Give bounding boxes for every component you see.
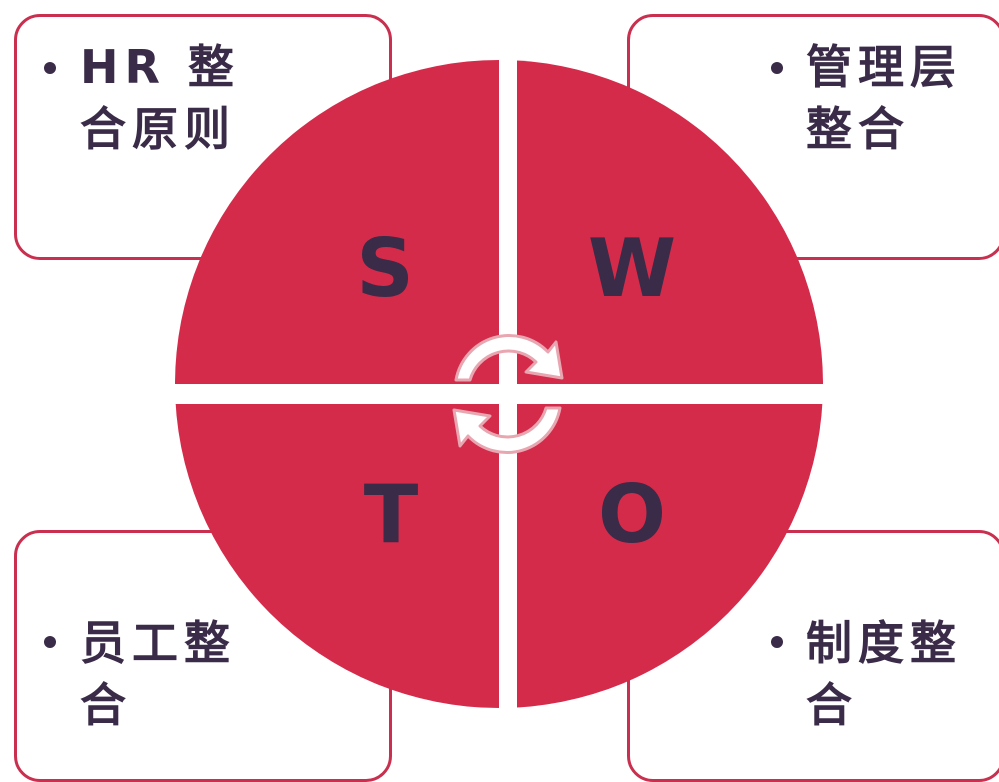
bullet-top-left: [44, 62, 56, 74]
text-bottom-left: 员工整 合: [80, 612, 236, 736]
bullet-bottom-left: [44, 636, 56, 648]
text-top-right-line-2: 整合: [806, 102, 910, 156]
horizontal-divider: [165, 384, 845, 404]
quadrant-letter-t: T: [364, 468, 419, 561]
bullet-bottom-right: [771, 636, 783, 648]
quadrant-letter-s: S: [356, 222, 414, 315]
quadrant-o: [499, 384, 823, 708]
text-bottom-right-line-2: 合: [806, 678, 858, 732]
text-top-right-line-1: 管理层: [806, 40, 962, 94]
quadrant-w: [499, 60, 823, 384]
quadrant-t: [175, 384, 499, 708]
circle-quadrants: [165, 50, 845, 730]
quadrant-letter-o: O: [598, 468, 666, 561]
text-bottom-right-line-1: 制度整: [806, 616, 962, 670]
cycle-arrows-icon: [452, 334, 564, 454]
quadrant-s: [175, 60, 499, 384]
text-bottom-left-line-1: 员工整: [80, 616, 236, 670]
text-top-left: HR 整 合原则: [80, 36, 240, 160]
text-bottom-left-line-2: 合: [80, 678, 132, 732]
bullet-top-right: [771, 62, 783, 74]
text-top-left-line-1: HR 整: [80, 40, 240, 94]
text-top-right: 管理层 整合: [806, 36, 962, 160]
text-top-left-line-2: 合原则: [80, 102, 236, 156]
text-bottom-right: 制度整 合: [806, 612, 962, 736]
quadrant-letter-w: W: [588, 222, 676, 315]
